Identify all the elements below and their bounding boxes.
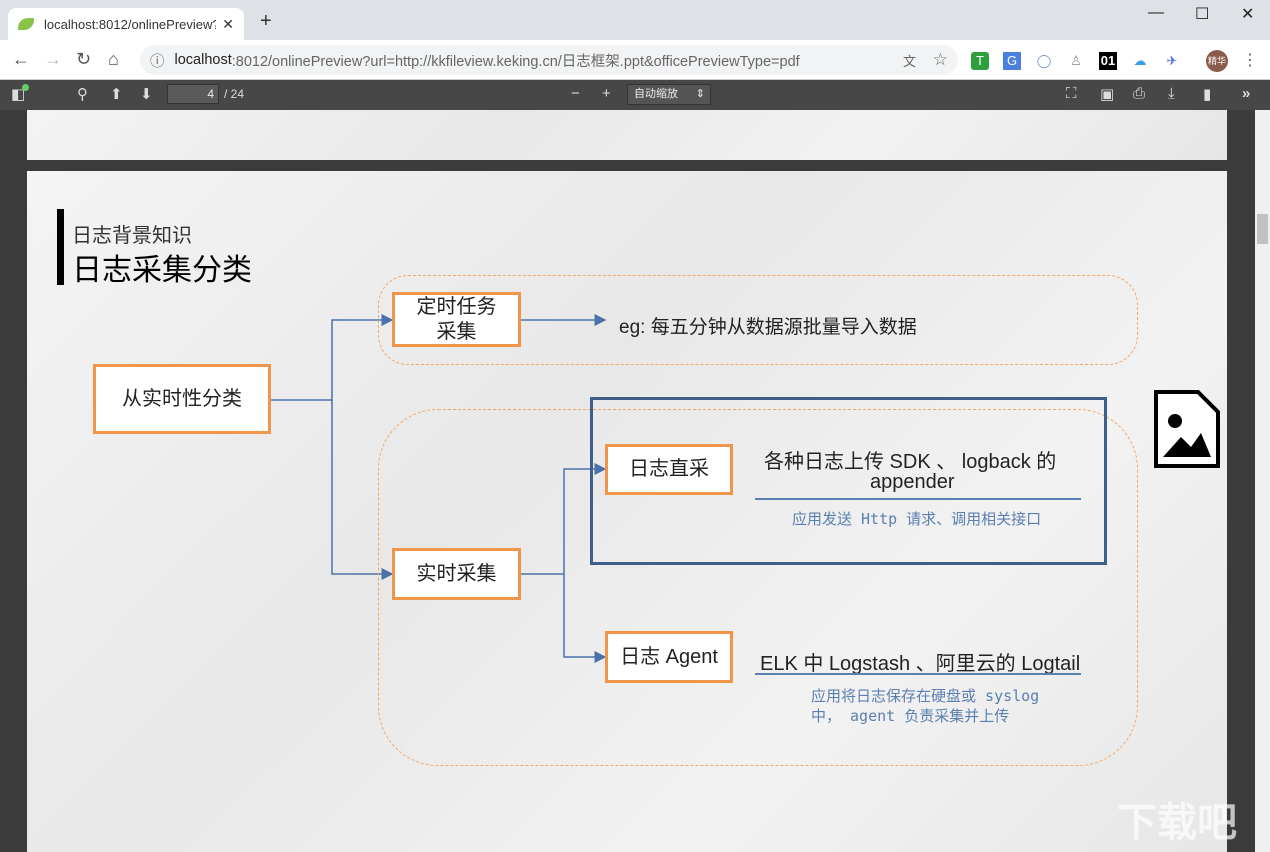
- direct-underline: [755, 498, 1081, 500]
- previous-page-icon[interactable]: ⬆: [110, 86, 123, 103]
- previous-page: [27, 110, 1227, 160]
- direct-sub: 应用发送 Http 请求、调用相关接口: [792, 510, 1042, 528]
- root-node: 从实时性分类: [93, 364, 271, 434]
- tools-icon[interactable]: »: [1242, 85, 1251, 102]
- notification-dot: [22, 84, 29, 91]
- select-arrow-icon: ⇕: [695, 88, 705, 100]
- scheduled-node: 定时任务 采集: [392, 292, 521, 347]
- url-host: localhost: [174, 52, 232, 68]
- info-icon[interactable]: ⓘ: [150, 53, 165, 70]
- address-bar-row: ← → ↻ ⌂ ⓘ localhost:8012/onlinePreview?u…: [0, 40, 1270, 80]
- close-tab-icon[interactable]: ✕: [222, 15, 234, 32]
- agent-sub-line2: 中， agent 负责采集并上传: [811, 707, 1010, 725]
- url-input[interactable]: ⓘ localhost:8012/onlinePreview?url=http:…: [140, 45, 958, 75]
- url-path: :8012/onlinePreview?url=http://kkfilevie…: [231, 53, 800, 70]
- direct-desc-line2: appender: [870, 471, 955, 493]
- back-icon[interactable]: ←: [12, 49, 30, 69]
- page-count: / 24: [224, 87, 245, 101]
- ring-extension-icon[interactable]: ◯: [1036, 53, 1052, 68]
- maximize-button[interactable]: ☐: [1195, 6, 1210, 23]
- slide: 日志背景知识 日志采集分类 从实时性分类 定时任务 采集 eg: 每五分钟从数据…: [27, 171, 1227, 852]
- reload-icon[interactable]: ↻: [76, 49, 92, 69]
- current-page: 日志背景知识 日志采集分类 从实时性分类 定时任务 采集 eg: 每五分钟从数据…: [27, 171, 1227, 852]
- page-number-input[interactable]: 4: [167, 84, 219, 104]
- profile-avatar[interactable]: 精华: [1206, 50, 1228, 72]
- image-placeholder-icon: [1154, 390, 1220, 468]
- direct-node: 日志直采: [605, 444, 733, 495]
- zoom-out-icon[interactable]: −: [571, 85, 580, 102]
- realtime-group: [378, 409, 1138, 766]
- agent-sub-line1: 应用将日志保存在硬盘或 syslog: [811, 687, 1040, 705]
- agent-desc: ELK 中 Logstash 、阿里云的 Logtail: [760, 653, 1081, 675]
- cloud-extension-icon[interactable]: ☁: [1133, 53, 1147, 68]
- search-icon[interactable]: ⚲: [77, 86, 88, 103]
- agent-underline: [755, 673, 1081, 675]
- home-icon[interactable]: ⌂: [108, 49, 119, 69]
- bookmark-icon[interactable]: ▮: [1203, 86, 1212, 103]
- shield-extension-icon[interactable]: T: [971, 52, 989, 70]
- slide-title: 日志采集分类: [72, 254, 252, 287]
- bird-extension-icon[interactable]: ✈: [1166, 53, 1178, 68]
- tab-bar: localhost:8012/onlinePreview? ✕ + — ☐ ✕: [0, 0, 1270, 40]
- google-translate-icon[interactable]: G: [1003, 52, 1021, 70]
- menu-icon[interactable]: ⋮: [1242, 52, 1258, 69]
- tab-title: localhost:8012/onlinePreview?: [44, 16, 217, 32]
- watermark: 下载吧: [1117, 801, 1237, 845]
- scheduled-desc: eg: 每五分钟从数据源批量导入数据: [619, 317, 917, 338]
- browser-tab[interactable]: localhost:8012/onlinePreview? ✕: [8, 8, 244, 40]
- scheduled-group: [378, 275, 1138, 365]
- realtime-node: 实时采集: [392, 548, 521, 600]
- slide-subtitle: 日志背景知识: [72, 225, 192, 247]
- pdf-toolbar: ◧ ⚲ ⬆ ⬇ 4 / 24 − + 自动缩放 ⇕ ⛶ ▣ ⎙ ⤓ ▮ »: [0, 80, 1270, 110]
- print-icon[interactable]: ⎙: [1133, 85, 1146, 102]
- translate-icon[interactable]: 文: [902, 53, 916, 69]
- binary-extension-icon[interactable]: 01: [1099, 52, 1117, 70]
- star-icon[interactable]: ☆: [932, 50, 948, 69]
- download-icon[interactable]: ⤓: [1168, 85, 1175, 102]
- connectors: [270, 314, 607, 663]
- pdf-viewer[interactable]: 日志背景知识 日志采集分类 从实时性分类 定时任务 采集 eg: 每五分钟从数据…: [0, 110, 1255, 852]
- sidebar-toggle-icon[interactable]: ◧: [11, 86, 26, 103]
- direct-desc-line1: 各种日志上传 SDK 、 logback 的: [764, 451, 1057, 473]
- minimize-button[interactable]: —: [1148, 4, 1164, 21]
- fullscreen-icon[interactable]: ⛶: [1066, 85, 1077, 102]
- scrollbar-thumb[interactable]: [1257, 214, 1268, 244]
- title-bar-accent: [57, 209, 64, 285]
- forward-icon[interactable]: →: [44, 49, 62, 69]
- favicon-leaf-icon: [18, 18, 34, 30]
- new-tab-button[interactable]: +: [260, 10, 272, 32]
- sitemap-extension-icon[interactable]: ♙: [1070, 53, 1082, 68]
- zoom-value: 自动缩放: [634, 88, 678, 100]
- vertical-scrollbar[interactable]: [1255, 110, 1270, 852]
- agent-node: 日志 Agent: [605, 631, 733, 683]
- next-page-icon[interactable]: ⬇: [140, 86, 153, 103]
- close-window-button[interactable]: ✕: [1241, 6, 1255, 23]
- zoom-select[interactable]: 自动缩放 ⇕: [627, 84, 711, 105]
- open-file-icon[interactable]: ▣: [1100, 86, 1115, 103]
- zoom-in-icon[interactable]: +: [602, 85, 611, 102]
- direct-highlight-box: [590, 397, 1107, 565]
